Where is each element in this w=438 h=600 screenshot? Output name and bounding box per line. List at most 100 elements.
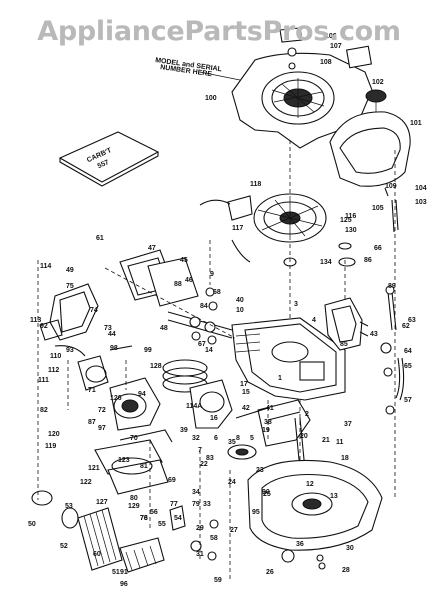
part-number-label: 116	[345, 213, 356, 220]
part-number-label: 38	[264, 419, 272, 426]
part-number-label: 9	[210, 271, 214, 278]
part-number-label: 27	[230, 527, 238, 534]
part-number-label: 118	[250, 181, 261, 188]
part-number-label: 121	[88, 465, 100, 472]
part-number-label: 114	[40, 263, 51, 270]
part-number-label: 100	[205, 95, 217, 102]
part-number-label: 54	[174, 515, 182, 522]
part-number-label: 64	[404, 348, 412, 355]
assembly-dashed-lines	[37, 140, 396, 580]
part-number-label: 119	[45, 443, 56, 450]
part-number-label: 86	[364, 257, 372, 264]
part-number-label: 96	[120, 581, 128, 588]
part-number-label: 29	[196, 525, 204, 532]
part-number-label: 89	[388, 283, 396, 290]
part-number-label: 104	[415, 185, 427, 192]
part-number-label: 93	[66, 347, 74, 354]
part-number-label: 85	[340, 341, 348, 348]
part-number-label: 56	[150, 509, 158, 516]
part-number-label: 23	[256, 467, 264, 474]
part-number-label: 63	[408, 317, 416, 324]
part-number-label: 111	[38, 377, 49, 384]
cylinder-block	[231, 317, 346, 401]
part-number-label: 130	[345, 227, 357, 234]
model-serial-label: MODEL and SERIAL NUMBER HERE	[155, 57, 241, 81]
ignition-coil	[199, 195, 253, 263]
part-number-label: 95	[252, 509, 260, 516]
piston	[189, 379, 233, 429]
part-number-label: 15	[242, 389, 250, 396]
part-number-label: 103	[415, 199, 427, 206]
part-number-label: 108	[320, 59, 332, 66]
part-number-label: 47	[148, 245, 156, 252]
part-number-label: 30	[346, 545, 354, 552]
part-number-label: 60	[93, 551, 101, 558]
part-number-label: 129	[128, 503, 140, 510]
part-number-label: 31	[196, 551, 204, 558]
part-number-label: 13	[330, 493, 338, 500]
part-number-label: 10	[236, 307, 244, 314]
part-number-label: 49	[66, 267, 74, 274]
air-cleaner-assembly	[94, 429, 173, 495]
part-number-label: 19	[262, 427, 270, 434]
part-number-labels: 1011021061071081091001031041051251301341…	[28, 33, 427, 588]
part-number-label: 69	[168, 477, 176, 484]
part-number-label: 88	[174, 281, 182, 288]
part-number-label: 97	[98, 425, 106, 432]
part-number-label: 4	[312, 317, 316, 324]
part-number-label: 75	[66, 283, 74, 290]
part-number-label: 109	[385, 183, 397, 190]
fuel-tank	[329, 89, 411, 187]
part-number-label: 80	[130, 495, 138, 502]
part-number-label: 114A	[186, 403, 202, 410]
part-number-label: 82	[40, 407, 48, 414]
part-number-label: 8	[236, 435, 240, 442]
part-number-label: 67	[198, 341, 206, 348]
part-number-label: 122	[80, 479, 92, 486]
watermark: AppliancePartsPros.com	[37, 16, 401, 47]
part-number-label: 76	[140, 515, 148, 522]
cam-gear	[227, 444, 257, 460]
breather-parts	[283, 242, 356, 267]
part-number-label: 59	[214, 577, 222, 584]
part-number-label: 72	[98, 407, 106, 414]
part-number-label: 65	[404, 363, 412, 370]
part-number-label: 55	[158, 521, 166, 528]
part-number-label: 83	[206, 455, 214, 462]
part-number-label: 127	[96, 499, 108, 506]
flywheel	[253, 193, 327, 243]
part-number-label: 14	[205, 347, 213, 354]
part-number-label: 37	[344, 421, 352, 428]
part-number-label: 7	[198, 447, 202, 454]
part-number-label: 57	[404, 397, 412, 404]
part-number-label: 78	[140, 515, 148, 522]
part-number-label: 77	[170, 501, 178, 508]
part-number-label: 94	[138, 391, 146, 398]
part-number-label: 32	[192, 435, 200, 442]
part-number-label: 11	[336, 439, 344, 446]
part-number-label: 134	[320, 259, 332, 266]
part-number-label: 3	[294, 301, 298, 308]
dipstick-assembly	[380, 285, 405, 415]
part-number-label: 91	[120, 569, 128, 576]
part-number-label: 41	[266, 405, 274, 412]
part-number-label: 120	[48, 431, 60, 438]
part-number-label: 44	[108, 331, 116, 338]
part-number-label: 128	[150, 363, 162, 370]
part-number-label: 22	[200, 461, 208, 468]
part-number-label: 2	[305, 411, 309, 418]
part-number-label: 123	[118, 457, 130, 464]
crankcase-base	[247, 459, 383, 551]
part-number-label: 18	[341, 455, 349, 462]
pulley-screen	[31, 490, 165, 573]
part-number-label: 125	[340, 217, 352, 224]
part-number-label: 71	[88, 387, 96, 394]
part-number-label: 107	[330, 43, 342, 50]
part-number-label: 113	[30, 317, 41, 324]
part-number-label: 106	[325, 33, 337, 40]
part-number-label: 84	[200, 303, 208, 310]
part-number-label: 110	[50, 353, 61, 360]
part-number-label: 35	[228, 439, 236, 446]
part-number-label: 105	[372, 205, 384, 212]
